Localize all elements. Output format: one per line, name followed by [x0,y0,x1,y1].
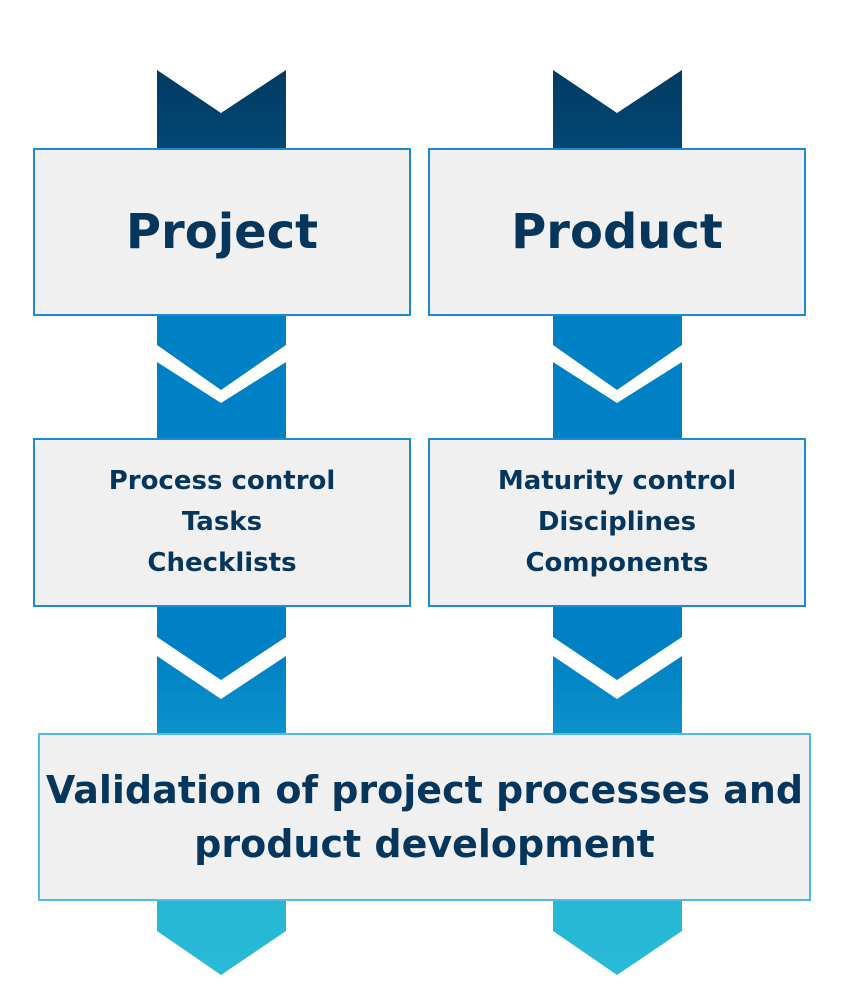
project-title: Project [125,204,319,260]
project-items-box: Process control Tasks Checklists [33,438,411,607]
product-item: Disciplines [537,507,697,537]
project-title-box: Project [33,148,411,316]
product-title: Product [511,204,723,260]
product-item: Maturity control [497,466,737,496]
product-title-box: Product [428,148,806,316]
product-items-box: Maturity control Disciplines Components [428,438,806,607]
product-item: Components [525,548,709,578]
project-item: Checklists [147,548,297,578]
project-item: Tasks [181,507,263,537]
project-item: Process control [108,466,336,496]
validation-line: product development [194,822,655,866]
validation-line: Validation of project processes and [45,768,804,812]
validation-box: Validation of project processes and prod… [38,733,811,901]
